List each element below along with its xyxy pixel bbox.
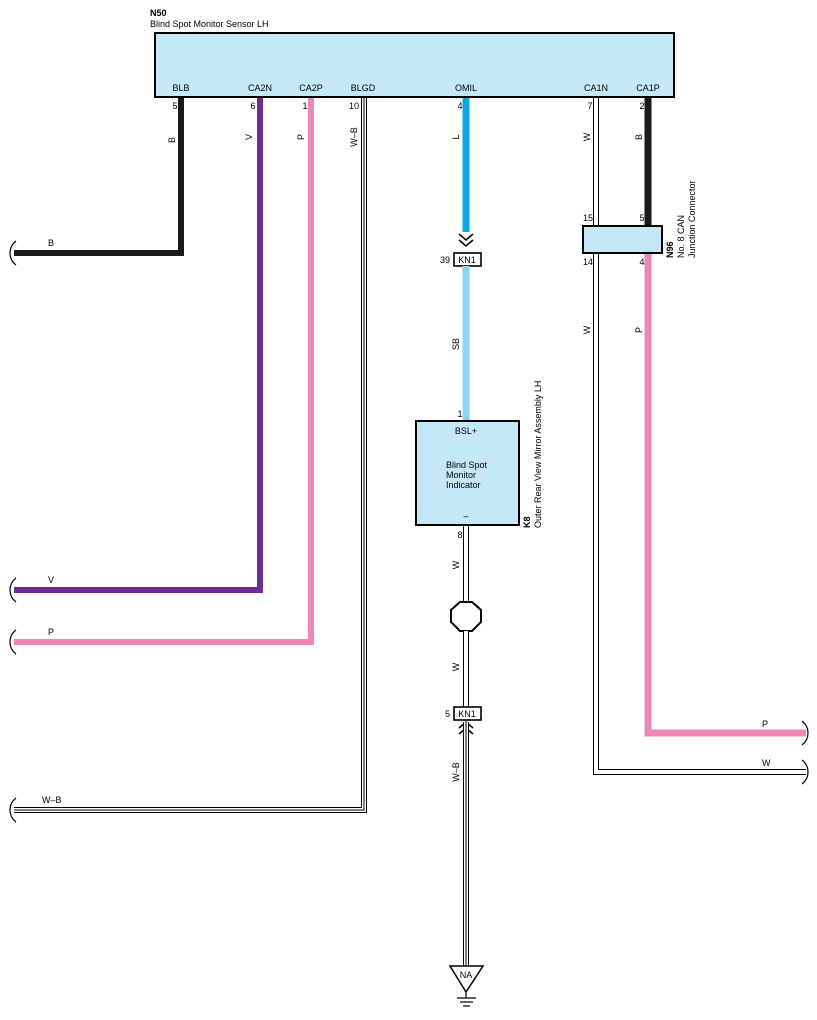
wire-ca2p: P P	[9, 98, 314, 655]
wire-w-indicator: 8 W	[451, 526, 469, 602]
wire-color-label: W	[582, 325, 592, 334]
exit-label-w: W	[762, 758, 771, 768]
junction-name-line1: No. 8 CAN	[676, 215, 686, 258]
wire-color-label: W	[451, 662, 461, 671]
indicator-label-line3: Indicator	[446, 480, 481, 490]
indicator-name: Outer Rear View Mirror Assembly LH	[533, 381, 543, 528]
ground-triangle	[448, 965, 485, 994]
exit-label-b: B	[48, 238, 54, 248]
splice-octagon	[450, 601, 482, 632]
pin-name-omil: OMIL	[455, 83, 477, 93]
wire-omil: L	[451, 98, 474, 247]
sensor-body	[154, 32, 675, 98]
pin-name-ca2p: CA2P	[299, 83, 323, 93]
wire-color-label: P	[634, 327, 644, 333]
wire-color-label: W–B	[451, 762, 461, 782]
pin-number-blgd: 10	[349, 101, 359, 111]
pin-number-ca1n: 7	[587, 101, 592, 111]
junction-pin: 4	[639, 257, 644, 267]
wire-blb-line	[14, 98, 184, 256]
connector-chevron	[458, 239, 474, 247]
wire-ca1n: W W W	[582, 98, 809, 785]
indicator-id: K8	[522, 516, 532, 528]
wire-color-label: SB	[451, 338, 461, 350]
pin-number-omil: 4	[457, 101, 462, 111]
connector-pin: 39	[440, 255, 450, 265]
indicator-body	[415, 420, 520, 526]
wire-color-label: B	[167, 137, 177, 143]
connector-pin: 5	[445, 709, 450, 719]
wire-color-label: W	[451, 560, 461, 569]
wire-ca2n-line	[14, 98, 263, 593]
wire-break-mark	[801, 720, 809, 746]
pin-name-ca2n: CA2N	[248, 83, 272, 93]
pin-name-blb: BLB	[172, 83, 189, 93]
sensor-id: N50	[150, 8, 167, 18]
connector-chevron	[458, 233, 474, 241]
junction-pin: 5	[639, 213, 644, 223]
connector-kn1-bottom: KN1 5	[445, 706, 482, 735]
connector-label: KN1	[458, 709, 476, 719]
exit-label-p: P	[48, 627, 54, 637]
wire-color-label: W–B	[349, 127, 359, 147]
junction-pin: 14	[583, 257, 593, 267]
ground-symbol: NA	[448, 965, 485, 1007]
wire-break-mark	[9, 240, 17, 266]
wire-w-splice: W	[451, 631, 469, 707]
connector-box	[453, 706, 482, 721]
wire-break-mark	[9, 629, 17, 655]
exit-label-w-b: W–B	[42, 795, 62, 805]
wire-junction-p-line	[644, 253, 806, 737]
pin-number-ca1p: 2	[639, 101, 644, 111]
pin-number-ca2n: 6	[250, 101, 255, 111]
wire-color-label: L	[451, 134, 461, 139]
wire-sb: SB 1	[451, 266, 470, 421]
sensor-n50: N50 Blind Spot Monitor Sensor LH BLB CA2…	[150, 8, 675, 111]
pin-name-ca1p: CA1P	[636, 83, 660, 93]
wire-ca1n-fill	[594, 98, 806, 774]
wire-color-label: B	[634, 134, 644, 140]
wire-color-label: V	[244, 134, 254, 140]
pin-number-ca2p: 1	[302, 101, 307, 111]
wire-blgd-stripe	[14, 98, 365, 811]
junction-name-line2: Junction Connector	[687, 180, 697, 258]
wire-junction-p: P P	[634, 253, 809, 746]
connector-label: KN1	[458, 255, 476, 265]
wire-blb: B B	[9, 98, 184, 266]
wire-break-mark	[9, 577, 17, 603]
wire-color-label: P	[296, 134, 306, 140]
wire-break-mark	[801, 759, 809, 785]
wire-break-mark	[9, 797, 17, 823]
junction-n96: 15 5 14 4 N96 No. 8 CAN Junction Connect…	[582, 180, 697, 267]
exit-label-p-right: P	[762, 719, 768, 729]
wire-color-label: W	[582, 132, 592, 141]
indicator-pin-bottom-name: –	[463, 511, 468, 521]
indicator-pin-top-name: BSL+	[455, 426, 477, 436]
indicator-pin-bottom: 8	[457, 530, 462, 540]
pin-name-blgd: BLGD	[351, 83, 376, 93]
wire-blgd: W–B W–B	[9, 98, 367, 823]
indicator-label-line2: Monitor	[446, 470, 476, 480]
indicator-label-line1: Blind Spot	[446, 460, 488, 470]
sensor-name: Blind Spot Monitor Sensor LH	[150, 19, 269, 29]
wire-ca2p-line	[14, 98, 314, 645]
connector-kn1-top: KN1 39	[440, 252, 482, 267]
indicator-pin-top: 1	[457, 409, 462, 419]
ground-label: NA	[460, 970, 473, 980]
junction-id: N96	[665, 241, 675, 258]
wire-ca1n-outline	[593, 98, 806, 775]
wire-ca2n: V V	[9, 98, 263, 603]
wire-ca1p: B	[634, 98, 652, 226]
junction-pin: 15	[583, 213, 593, 223]
pin-name-ca1n: CA1N	[584, 83, 608, 93]
junction-body	[582, 225, 663, 254]
indicator-k8: BSL+ Blind Spot Monitor Indicator – K8 O…	[415, 381, 543, 528]
wire-ground: W–B	[451, 722, 469, 966]
pin-number-blb: 5	[172, 101, 177, 111]
exit-label-v: V	[48, 575, 54, 585]
